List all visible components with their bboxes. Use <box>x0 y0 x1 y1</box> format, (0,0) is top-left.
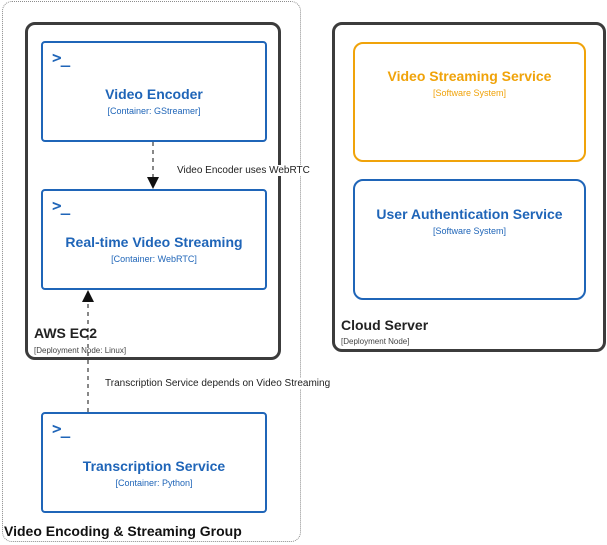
video-streaming-title: Video Streaming Service <box>387 68 552 84</box>
cloud-server-node[interactable] <box>332 22 606 352</box>
cloud-server-title: Cloud Server <box>341 317 429 333</box>
arrowhead-up <box>82 290 94 302</box>
arrowhead-down <box>147 177 159 189</box>
aws-ec2-title: AWS EC2 <box>34 325 98 341</box>
user-auth-subtitle: [Software System] <box>432 226 507 236</box>
video-encoder-subtitle: [Container: GStreamer] <box>107 106 201 116</box>
transcription-title: Transcription Service <box>82 458 226 474</box>
user-auth-system[interactable]: User Authentication Service [Software Sy… <box>353 179 586 300</box>
edge-label-encoder: Video Encoder uses WebRTC <box>177 165 310 176</box>
group-boundary <box>2 1 301 542</box>
video-streaming-subtitle: [Software System] <box>432 88 507 98</box>
realtime-streaming-container[interactable]: >_ Real-time Video Streaming [Container:… <box>41 189 267 290</box>
group-title: Video Encoding & Streaming Group <box>4 523 242 539</box>
user-auth-title: User Authentication Service <box>376 206 563 222</box>
video-streaming-system[interactable]: Video Streaming Service [Software System… <box>353 42 586 162</box>
realtime-streaming-subtitle: [Container: WebRTC] <box>111 254 197 264</box>
video-encoder-container[interactable]: >_ Video Encoder [Container: GStreamer] <box>41 41 267 142</box>
transcription-subtitle: [Container: Python] <box>115 478 193 488</box>
aws-ec2-node[interactable] <box>25 22 281 360</box>
terminal-icon: >_ <box>52 419 70 438</box>
edge-label-transcription: Transcription Service depends on Video S… <box>105 378 331 389</box>
transcription-container[interactable]: >_ Transcription Service [Container: Pyt… <box>41 412 267 513</box>
video-encoder-title: Video Encoder <box>105 86 203 102</box>
cloud-server-subtitle: [Deployment Node] <box>341 337 410 346</box>
realtime-streaming-title: Real-time Video Streaming <box>65 234 243 250</box>
aws-ec2-subtitle: [Deployment Node: Linux] <box>34 346 127 355</box>
terminal-icon: >_ <box>52 48 70 67</box>
terminal-icon: >_ <box>52 196 70 215</box>
